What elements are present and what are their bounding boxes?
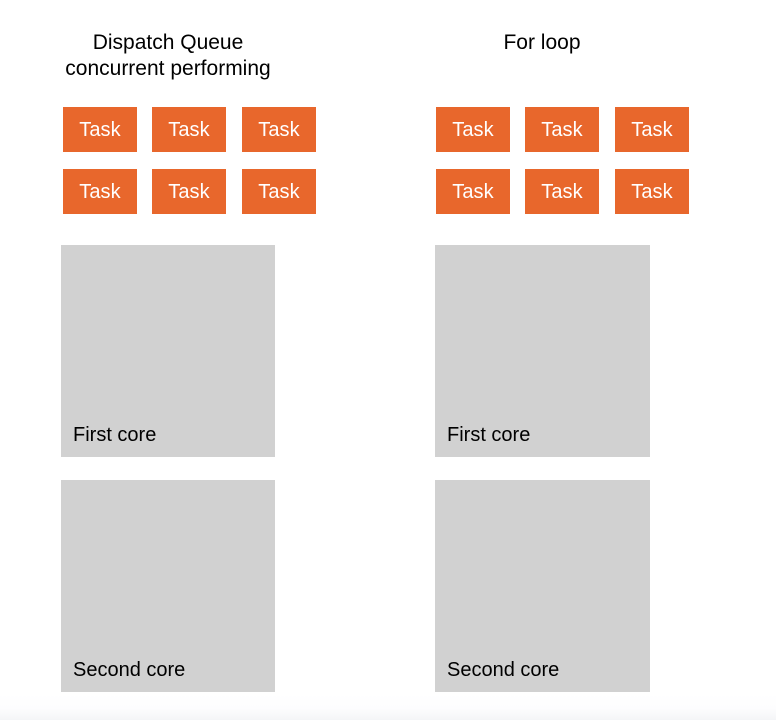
- task-chip: Task: [152, 107, 226, 152]
- task-chip: Task: [525, 169, 599, 214]
- core-panel-second: Second core: [61, 480, 275, 692]
- task-chip-label: Task: [631, 180, 673, 203]
- task-chip-label: Task: [541, 180, 583, 203]
- task-chip: Task: [63, 169, 137, 214]
- core-panel-first: First core: [61, 245, 275, 457]
- task-chip-label: Task: [168, 118, 210, 141]
- core-panel-label: Second core: [447, 659, 560, 681]
- task-chip: Task: [525, 107, 599, 152]
- core-panel-first: First core: [435, 245, 650, 457]
- task-chip-label: Task: [631, 118, 673, 141]
- task-chip: Task: [242, 169, 316, 214]
- task-chip-label: Task: [258, 118, 300, 141]
- task-chip: Task: [436, 169, 510, 214]
- task-chip: Task: [242, 107, 316, 152]
- task-chip-label: Task: [258, 180, 300, 203]
- task-chip: Task: [152, 169, 226, 214]
- task-chip-label: Task: [79, 180, 121, 203]
- task-chip: Task: [615, 169, 689, 214]
- core-panel-label: First core: [73, 424, 157, 446]
- core-panel-label: First core: [447, 424, 531, 446]
- task-chip-label: Task: [452, 180, 494, 203]
- task-chip-label: Task: [541, 118, 583, 141]
- task-chip: Task: [436, 107, 510, 152]
- column-heading-dispatch-queue: Dispatch Queue concurrent performing: [65, 31, 271, 80]
- task-chip-label: Task: [168, 180, 210, 203]
- task-chip: Task: [615, 107, 689, 152]
- page-bottom-edge: [0, 694, 776, 720]
- column-heading-for-loop: For loop: [503, 31, 581, 54]
- task-chip-label: Task: [452, 118, 494, 141]
- core-panel-second: Second core: [435, 480, 650, 692]
- task-chip: Task: [63, 107, 137, 152]
- task-chip-label: Task: [79, 118, 121, 141]
- core-panel-label: Second core: [73, 659, 186, 681]
